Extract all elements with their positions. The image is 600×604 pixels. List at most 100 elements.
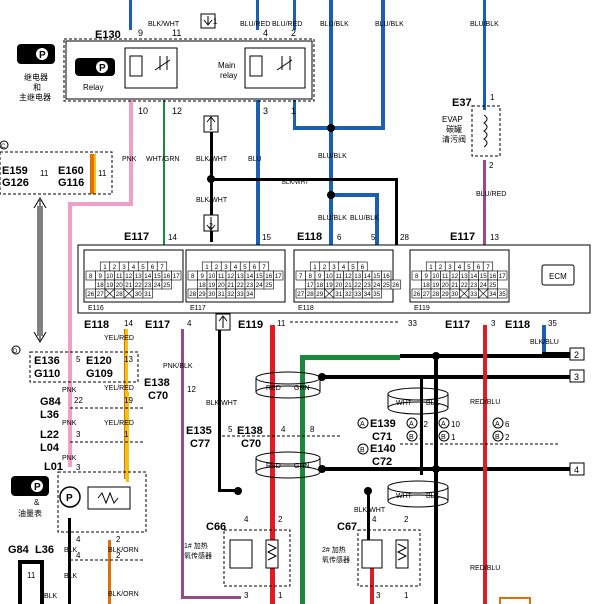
ecm-pin-cell [161,279,172,290]
top-arrow-icon [203,16,213,26]
lbl-red-1: RED [266,385,281,392]
wire-label-blublk-5: BLU/BLK [350,215,379,222]
lbl-pin-3-l2: 3 [76,463,81,472]
sensor2-pin2: 2 [404,515,409,524]
ecm-pin-number: 14 [246,273,253,280]
conn-pin-5: 5 [76,355,81,364]
ecm-pin-number: 22 [354,282,361,289]
wire-blu-e118 [329,193,379,197]
lbl-grn-2: GRN [294,463,310,470]
ecm-pin-number: 31 [218,291,225,298]
ecm-pin-number: 23 [144,282,151,289]
wire-label-pnk: PNK [122,156,137,163]
lower-up-arrow-icon [218,315,228,328]
splice-3 [327,191,335,199]
conn-e160: E160 [58,165,84,177]
ecm-pin-number: 22 [237,282,244,289]
relay-pin-9: 9 [138,28,143,38]
lbl-yelred-1: YEL/RED [104,335,134,342]
wire-left-blk3 [18,560,40,564]
conn-pin-11b: 11 [98,169,107,178]
ecm-pin-number: 4 [132,264,136,271]
lower-pin-3: 3 [491,319,496,328]
marker-a4-text: A [495,421,500,428]
ecm-pin-cell [390,279,401,290]
relay-icon [75,58,115,76]
wire-pnk-blk [181,329,184,599]
wire-left-blk2 [18,560,22,604]
evap-line-2: 碳罐 [446,124,462,134]
wire-label-blkwht-2: BLK/WHT [196,156,228,163]
lower-pin-11: 11 [277,319,286,328]
wire-pnk [129,100,133,205]
splice-5 [432,465,440,473]
ecm-pin-number: 15 [154,273,161,280]
ecm-block-name: E118 [298,305,314,312]
lower-e117-r: E117 [445,319,470,331]
ecm-pin-number: 5 [467,264,471,271]
ecm-pin-28: 28 [400,233,409,242]
ecm-pin-number: 33 [470,291,477,298]
conn-g110: G110 [34,368,60,380]
splice-9 [364,487,372,495]
relay-label: Relay [83,83,103,92]
conn-g116: G116 [58,177,84,189]
lower-e117: E117 [145,319,170,331]
ecm-pin-number: 5 [351,264,355,271]
ecm-pin-number: 12 [125,273,132,280]
ecm-pin-empty [459,288,470,299]
lower-pin-35: 35 [548,319,557,328]
relay-2-switch [276,56,293,71]
lbl-blk-2: BLK [426,493,440,500]
ecm-pin-number: 7 [299,273,303,280]
ecm-pin-number: 2 [113,264,117,271]
lbl-wht-1: WHT [396,400,413,407]
lbl-pnk-2: PNK [62,420,77,427]
ecm-block-frame [185,249,286,303]
relay-box-dashed [63,38,315,102]
lbl-blk-1: BLK [426,400,440,407]
lbl-pin-22: 22 [74,396,83,405]
lbl-yelred-2: YEL/RED [104,385,134,392]
wire-pnk-h [68,202,133,206]
marker-a1-text: A [360,421,365,428]
off-page-2 [569,347,585,361]
fuel-gauge-body [87,486,131,510]
wire-red [270,325,275,604]
ecm-pin-number: 2 [215,264,219,271]
ecm-pin-number: 13 [237,273,244,280]
lbl-l04: L04 [40,442,60,454]
ecm-pin-number: 10 [106,273,113,280]
conn-e159: E159 [2,165,28,177]
ecm-icon-box [541,264,575,286]
lbl-pin-12: 12 [187,385,196,394]
marker-c-text: C [1,144,6,150]
ecm-pin-number: 12 [451,273,458,280]
lbl-c77: C77 [190,438,210,450]
off-page-2-text: 2 [574,350,579,360]
sensor1-pin4: 4 [244,515,249,524]
top-arrow-num: 1 [213,17,218,26]
ecm-pin-number: 17 [275,273,282,280]
wire-blu-blk-top [329,0,333,245]
evap-pin-1: 1 [490,93,495,102]
sensor2-pin3: 3 [376,591,381,600]
wire-blu-red-a [256,0,259,30]
relay-icon-p: P [99,63,106,74]
marker-b1-text: B [360,447,365,454]
wire-blu-join [293,126,385,130]
fuel-legend-icon [11,476,49,496]
ecm-block-frame [409,249,510,303]
marker-b4 [492,430,504,442]
splice-1 [207,175,215,183]
fuel-cn-1: & [34,498,40,507]
wire-blk-wht-lower [218,325,221,490]
mid-arrow-up-icon [206,116,216,130]
ecm-pin-number: 3 [332,264,336,271]
wire-blk-h2 [395,178,398,245]
wire-label-blured-3: BLU/RED [476,191,506,198]
ecm-pin-number: 9 [99,273,103,280]
wire-blu-red-b [293,0,296,30]
fuel-gauge-zig [97,491,119,505]
ecm-pin-number: 9 [201,273,205,280]
